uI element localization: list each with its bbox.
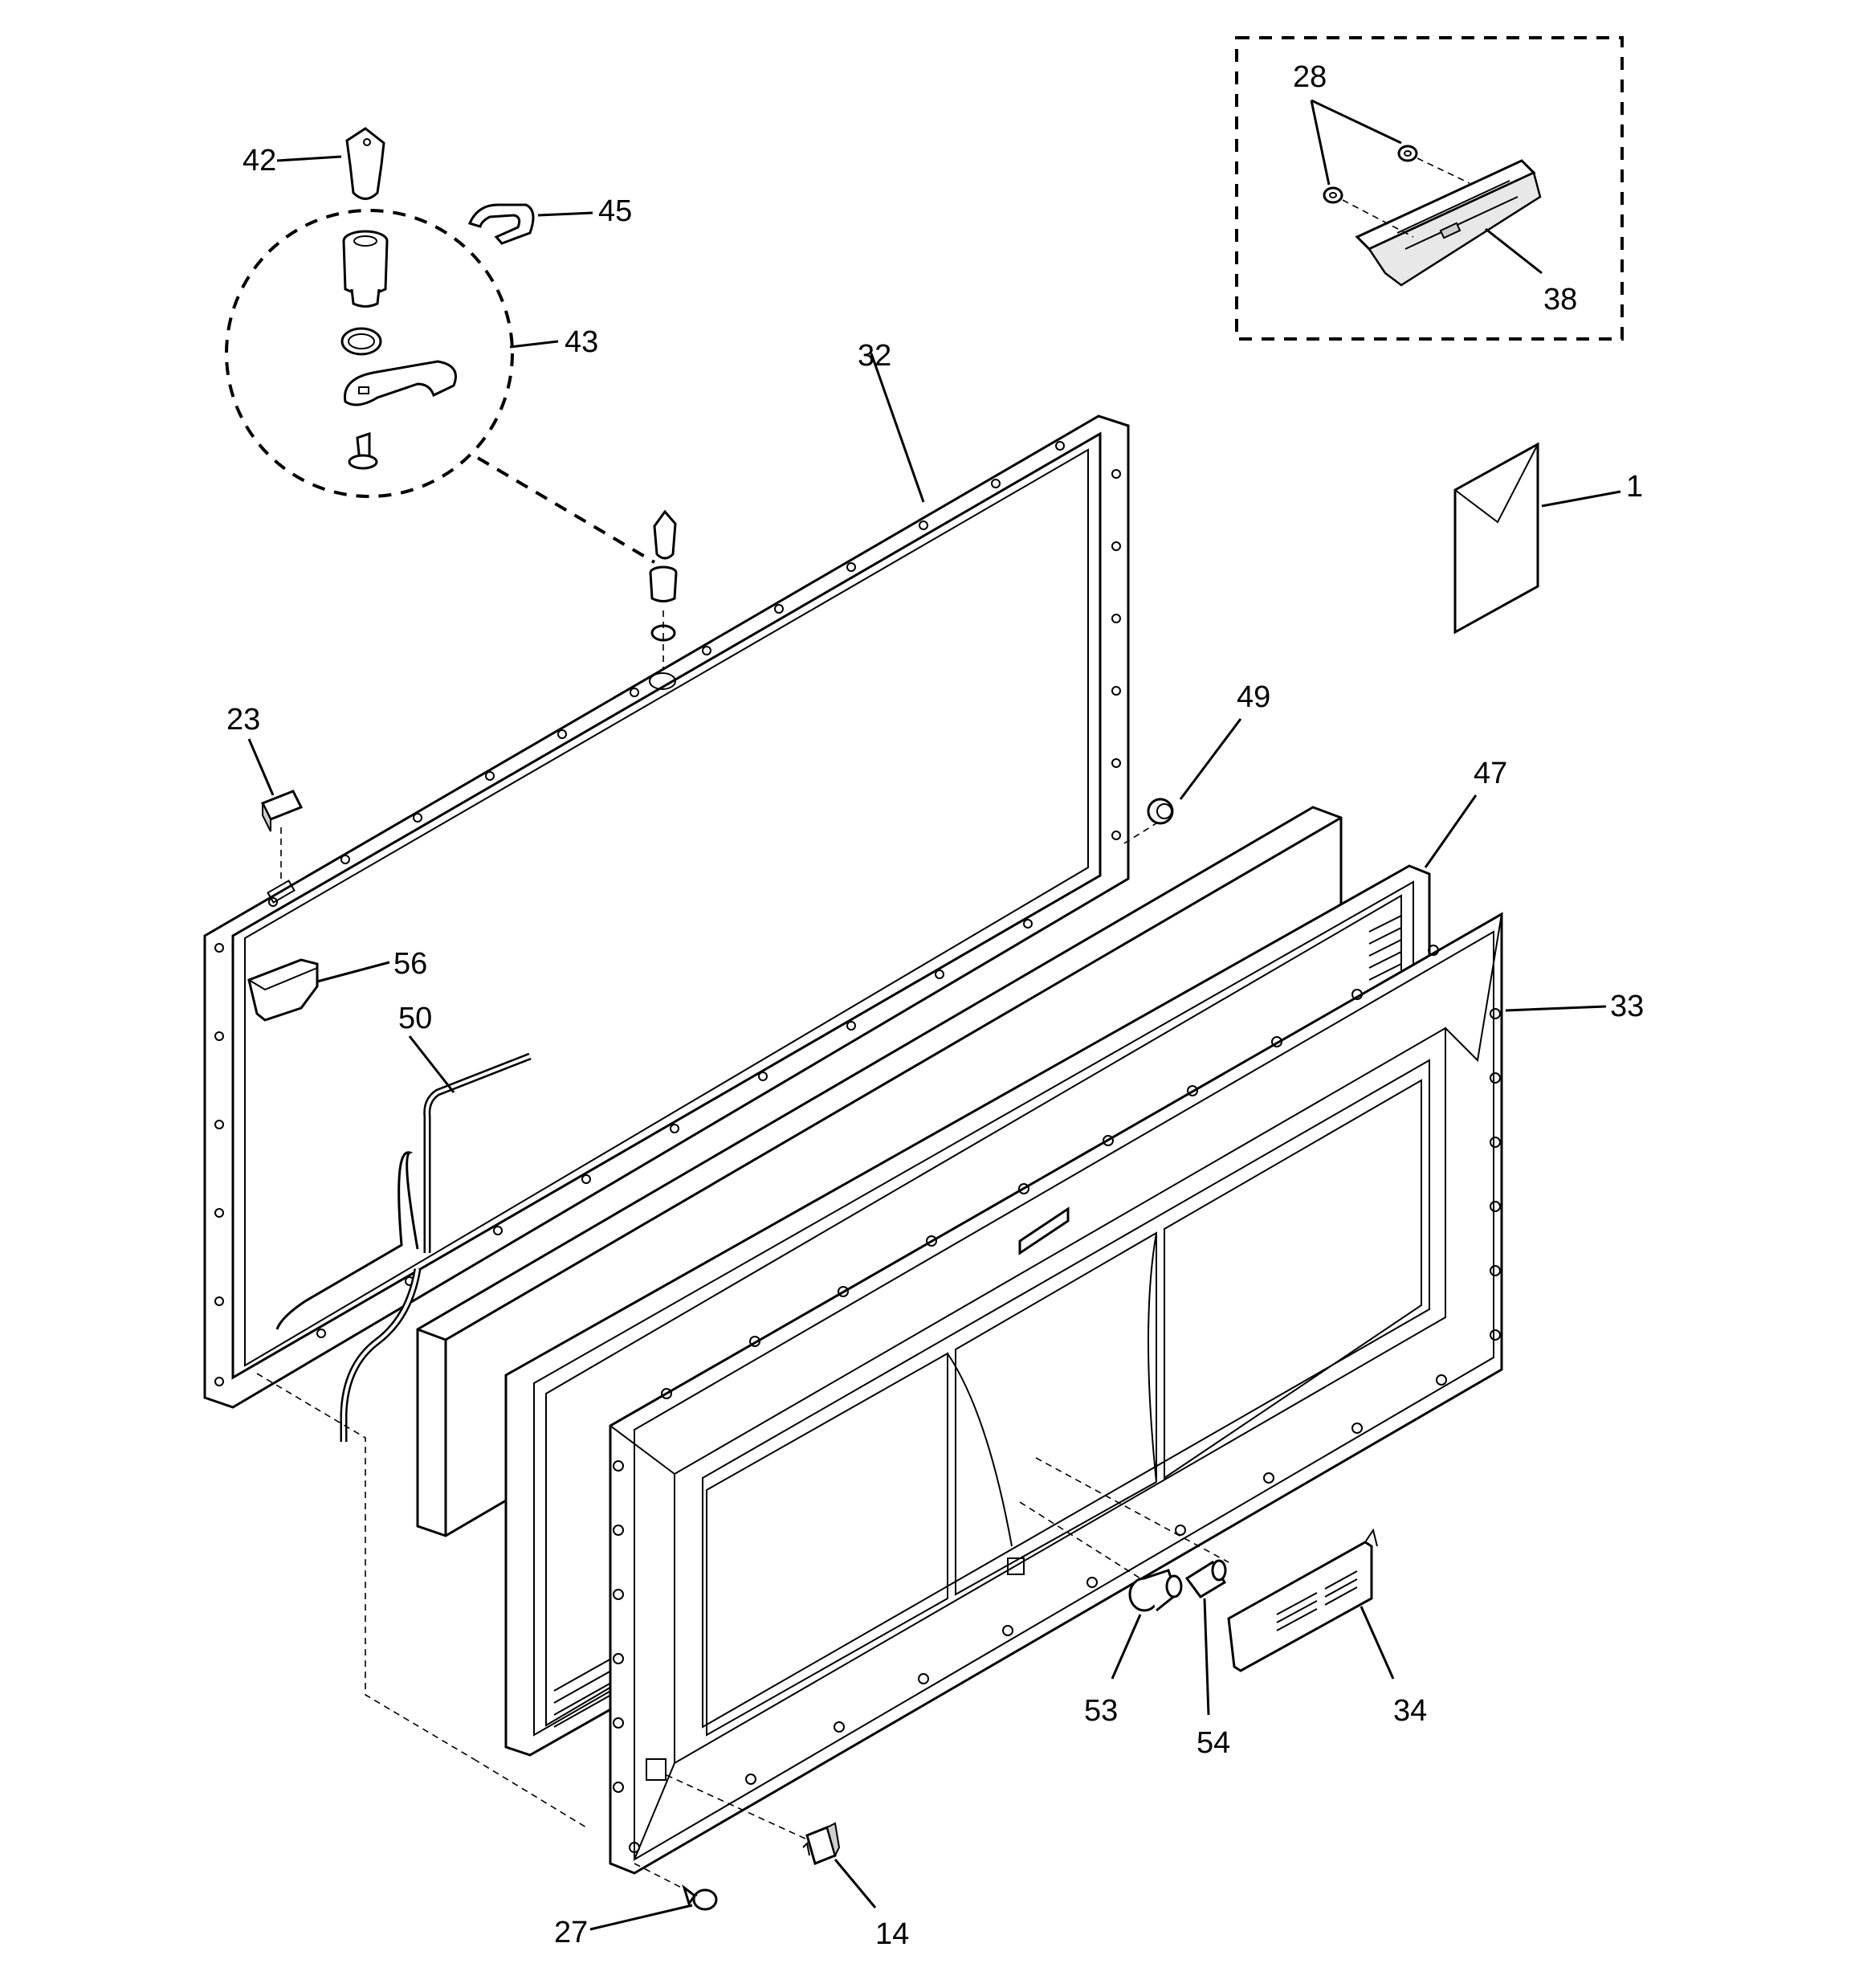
inset-dashed-box	[1235, 36, 1624, 341]
part-54-thermostat-shaft: 54	[1019, 1457, 1230, 1760]
callout-54: 54	[1196, 1726, 1230, 1760]
callout-56: 56	[393, 947, 427, 981]
gasket-ribs-bottom	[553, 1654, 619, 1728]
liner-holes	[613, 945, 1501, 1853]
leader-28a	[1311, 99, 1402, 145]
callout-50: 50	[398, 1002, 432, 1035]
lock-detail: 43	[225, 209, 656, 564]
part-49-bumper: 49	[1123, 680, 1270, 844]
part-53-knob: 53	[1084, 1569, 1183, 1728]
callout-33: 33	[1610, 990, 1644, 1023]
callout-1: 1	[1626, 470, 1643, 504]
callout-43: 43	[565, 325, 598, 359]
callout-47: 47	[1474, 757, 1507, 790]
part-23-switch: 23	[226, 703, 304, 884]
part-33-door-liner: 33	[609, 912, 1644, 1875]
part-45-clip: 45	[467, 194, 632, 245]
callout-27: 27	[554, 1916, 588, 1949]
frame-holes	[214, 441, 1121, 1386]
part-32-liner-frame: 32	[203, 339, 1130, 1409]
leader-28b	[1310, 100, 1331, 186]
part-50-wire: 50	[275, 1002, 532, 1442]
callout-28: 28	[1293, 60, 1327, 94]
lock-detail-dashed-circle	[225, 209, 514, 498]
callout-53: 53	[1084, 1694, 1118, 1728]
o-ring	[340, 327, 382, 356]
callout-14: 14	[875, 1917, 909, 1951]
callout-49: 49	[1237, 680, 1270, 714]
part-27-pin: 27	[554, 1863, 718, 1949]
part-28-nuts	[1323, 145, 1470, 238]
callout-32: 32	[858, 339, 891, 373]
part-14-switch: 14	[666, 1774, 909, 1951]
callout-45: 45	[598, 194, 632, 228]
part-38-handle	[1355, 159, 1542, 287]
part-34-control-cover: 34	[1227, 1528, 1427, 1728]
handle-inset: 28 38	[1235, 36, 1624, 341]
part-42-key: 42	[243, 127, 385, 200]
callout-38: 38	[1543, 283, 1577, 316]
lock-cylinder	[342, 230, 389, 308]
part-56-cup: 56	[247, 947, 427, 1022]
cover-vents	[1276, 1570, 1358, 1631]
callout-23: 23	[226, 703, 260, 737]
part-1-envelope: 1	[1453, 442, 1643, 635]
lock-cam	[344, 360, 457, 406]
lock-screw	[348, 431, 378, 470]
leader-38	[1485, 227, 1543, 275]
callout-34: 34	[1393, 1694, 1427, 1728]
callout-42: 42	[243, 144, 276, 178]
